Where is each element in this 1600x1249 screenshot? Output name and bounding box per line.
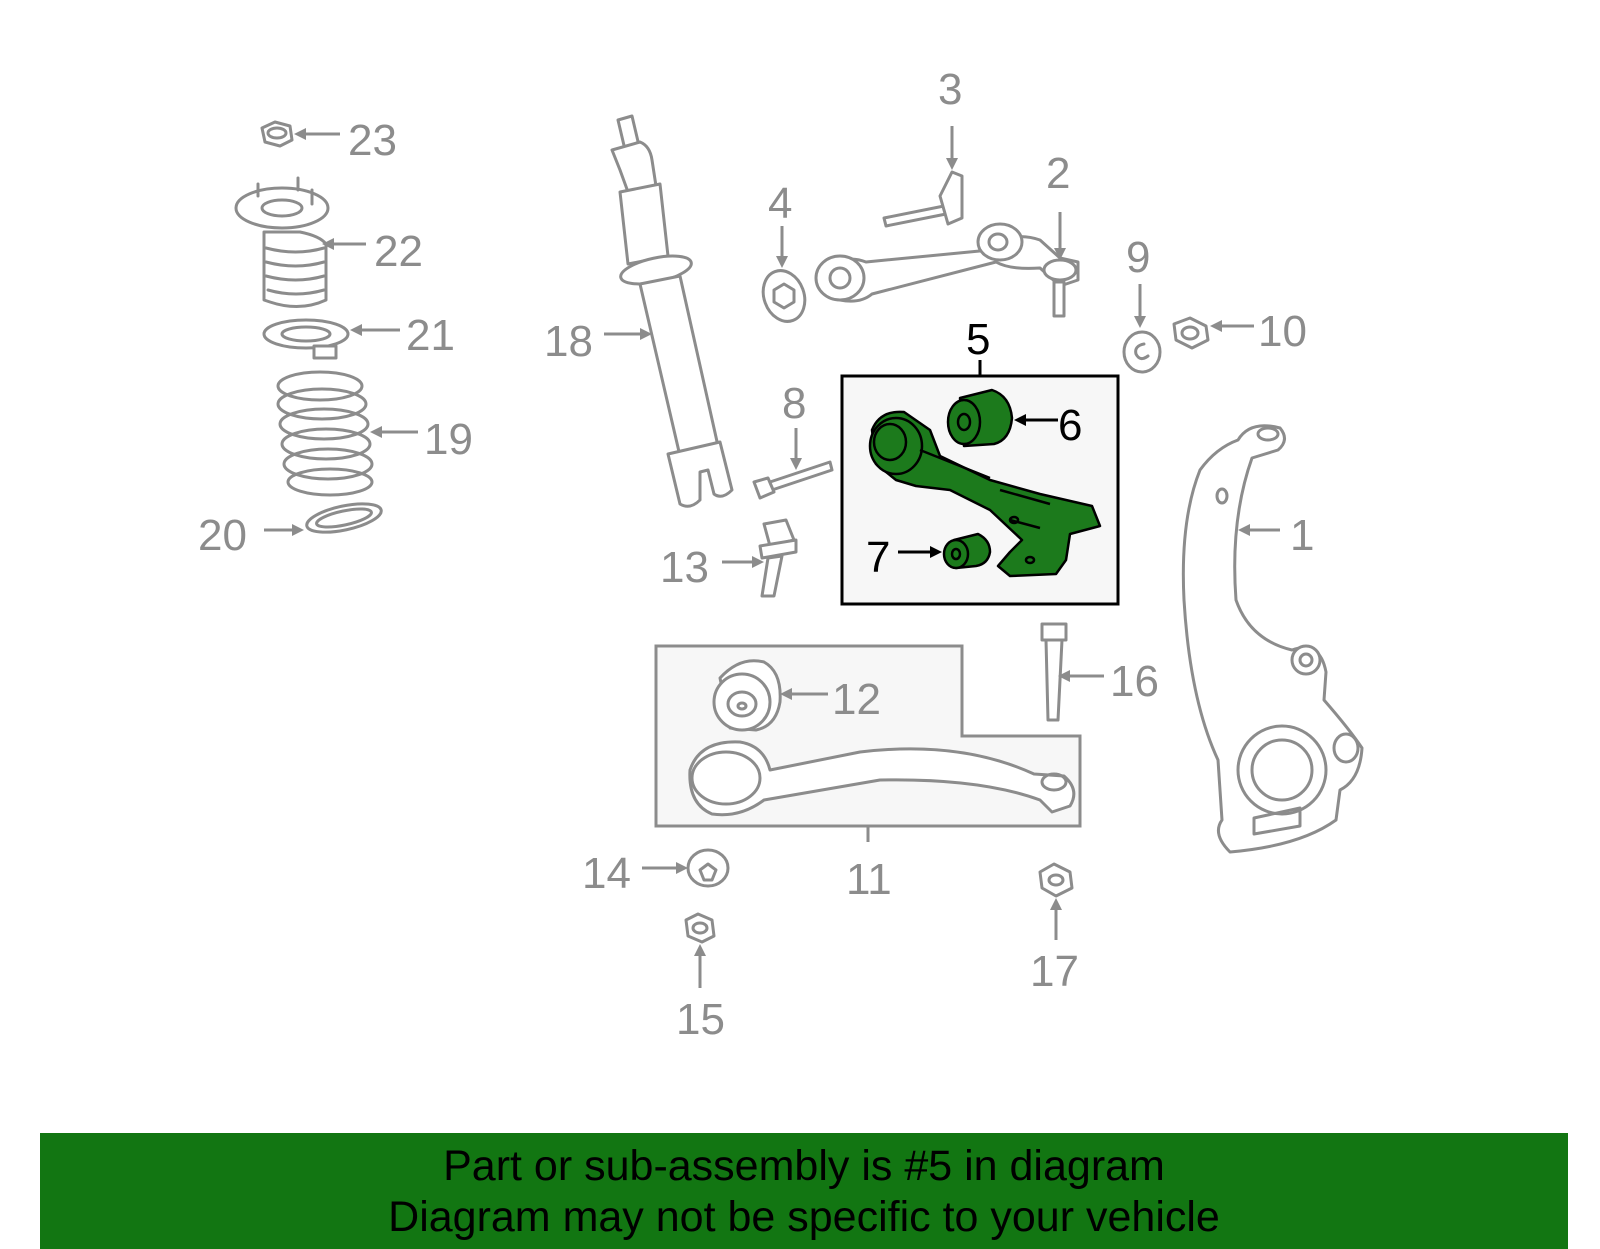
part-20-isolator[interactable] [304, 498, 383, 537]
part-9-cam-washer[interactable] [1122, 330, 1162, 374]
part-18-shock-absorber[interactable] [610, 114, 734, 508]
part-11-lower-arm[interactable] [688, 740, 1076, 817]
info-banner: Part or sub-assembly is #5 in diagram Di… [40, 1133, 1568, 1249]
part-8-bolt[interactable] [752, 460, 834, 500]
part-1-knuckle[interactable] [1181, 424, 1364, 854]
part-19-coil-spring[interactable] [276, 370, 374, 497]
callout-10: 10 [1258, 307, 1307, 356]
callout-3: 3 [938, 65, 962, 114]
callout-7: 7 [866, 533, 890, 582]
callout-11: 11 [846, 855, 892, 904]
part-4-cam-washer[interactable] [756, 265, 811, 328]
part-15-nut[interactable] [684, 912, 716, 944]
callout-1: 1 [1290, 511, 1314, 560]
part-2-upper-control-arm[interactable] [814, 222, 1080, 318]
callout-15: 15 [676, 995, 725, 1044]
callout-20: 20 [198, 511, 247, 560]
callout-19: 19 [424, 415, 473, 464]
callout-2: 2 [1046, 149, 1070, 198]
part-21-spring-insulator[interactable] [262, 318, 350, 360]
part-13-bolt[interactable] [758, 518, 798, 598]
callout-4: 4 [768, 179, 792, 228]
callout-12: 12 [832, 675, 881, 724]
callout-23: 23 [348, 116, 397, 165]
callout-8: 8 [782, 379, 806, 428]
part-22-strut-mount[interactable] [234, 176, 330, 308]
callout-17: 17 [1030, 947, 1079, 996]
callout-16: 16 [1110, 657, 1159, 706]
part-23-nut[interactable] [260, 120, 294, 148]
callout-9: 9 [1126, 233, 1150, 282]
part-17-nut[interactable] [1038, 862, 1074, 898]
part-3-bolt[interactable] [882, 170, 964, 228]
part-10-nut[interactable] [1172, 316, 1210, 350]
callout-18: 18 [544, 317, 593, 366]
banner-line-1: Part or sub-assembly is #5 in diagram [443, 1142, 1165, 1190]
part-7-bushing[interactable] [942, 532, 992, 570]
parts-diagram: 23 22 21 19 20 [198, 65, 1364, 1044]
part-16-bolt[interactable] [1040, 622, 1068, 722]
callout-14: 14 [582, 849, 631, 898]
banner-line-2: Diagram may not be specific to your vehi… [388, 1193, 1220, 1241]
callout-13: 13 [660, 543, 709, 592]
callout-5: 5 [966, 315, 990, 364]
part-5-lower-control-arm[interactable] [868, 410, 1102, 578]
part-6-bushing[interactable] [946, 388, 1014, 448]
part-12-bushing[interactable] [712, 659, 782, 732]
callout-6: 6 [1058, 401, 1082, 450]
callout-21: 21 [406, 311, 455, 360]
part-14-nut[interactable] [686, 848, 730, 888]
callout-22: 22 [374, 227, 423, 276]
